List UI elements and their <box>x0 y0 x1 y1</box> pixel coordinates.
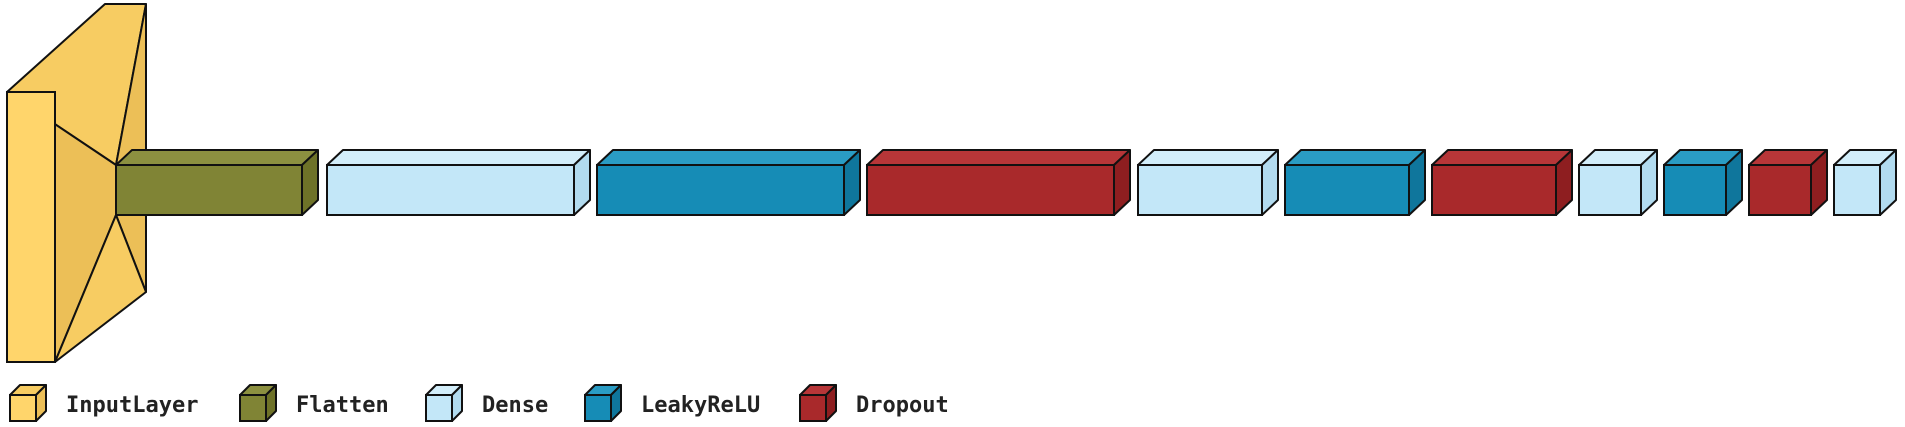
layer-4-leakyrelu-top-face <box>596 149 861 166</box>
layer-9-dense <box>1578 149 1658 216</box>
layer-11-dropout <box>1748 149 1828 216</box>
legend-label-flatten: Flatten <box>296 393 389 418</box>
layer-4-leakyrelu <box>596 149 861 216</box>
legend-swatch-dropout <box>799 384 837 422</box>
layer-8-dropout-top-face <box>1431 149 1573 166</box>
legend-swatch-leakyrelu-front-face <box>584 394 612 422</box>
layer-3-dense <box>326 149 591 216</box>
layer-7-leakyrelu-front-face <box>1284 164 1410 216</box>
inputlayer-bottom-face <box>54 214 147 363</box>
layer-8-dropout <box>1431 149 1573 216</box>
layer-10-leakyrelu-front-face <box>1663 164 1727 216</box>
legend-swatch-inputlayer-front-face <box>9 394 37 422</box>
layer-6-dense-front-face <box>1137 164 1263 216</box>
layer-12-dense-front-face <box>1833 164 1881 216</box>
layer-6-dense <box>1137 149 1279 216</box>
layer-12-dense <box>1833 149 1897 216</box>
layer-5-dropout-top-face <box>866 149 1131 166</box>
legend-label-leakyrelu: LeakyReLU <box>641 393 760 418</box>
layer-3-dense-front-face <box>326 164 575 216</box>
legend-swatch-dense <box>425 384 463 422</box>
legend-swatch-flatten <box>239 384 277 422</box>
inputlayer-front-face <box>6 91 56 363</box>
legend-swatch-dropout-front-face <box>799 394 827 422</box>
legend-item-inputlayer: InputLayer <box>9 384 198 422</box>
layer-5-dropout <box>866 149 1131 216</box>
layer-3-dense-top-face <box>326 149 591 166</box>
legend-swatch-leakyrelu <box>584 384 622 422</box>
legend-label-dropout: Dropout <box>856 393 949 418</box>
layer-6-dense-top-face <box>1137 149 1279 166</box>
layer-7-leakyrelu-top-face <box>1284 149 1426 166</box>
layer-2-flatten <box>115 149 319 216</box>
legend-label-inputlayer: InputLayer <box>66 393 198 418</box>
legend-item-dense: Dense <box>425 384 548 422</box>
layer-10-leakyrelu <box>1663 149 1743 216</box>
layer-5-dropout-front-face <box>866 164 1115 216</box>
layer-8-dropout-front-face <box>1431 164 1557 216</box>
layer-2-flatten-top-face <box>115 149 319 166</box>
legend-swatch-flatten-front-face <box>239 394 267 422</box>
layer-7-leakyrelu <box>1284 149 1426 216</box>
legend-item-flatten: Flatten <box>239 384 389 422</box>
legend-swatch-inputlayer <box>9 384 47 422</box>
legend-item-leakyrelu: LeakyReLU <box>584 384 760 422</box>
legend: InputLayer Flatten Dense LeakyReLU Dropout <box>9 384 949 422</box>
layer-11-dropout-front-face <box>1748 164 1812 216</box>
legend-swatch-dense-front-face <box>425 394 453 422</box>
layer-1-inputlayer <box>6 3 147 363</box>
layers-group <box>6 3 1897 363</box>
legend-label-dense: Dense <box>482 393 548 418</box>
layer-9-dense-front-face <box>1578 164 1642 216</box>
layer-2-flatten-front-face <box>115 164 303 216</box>
legend-item-dropout: Dropout <box>799 384 949 422</box>
layer-4-leakyrelu-front-face <box>596 164 845 216</box>
